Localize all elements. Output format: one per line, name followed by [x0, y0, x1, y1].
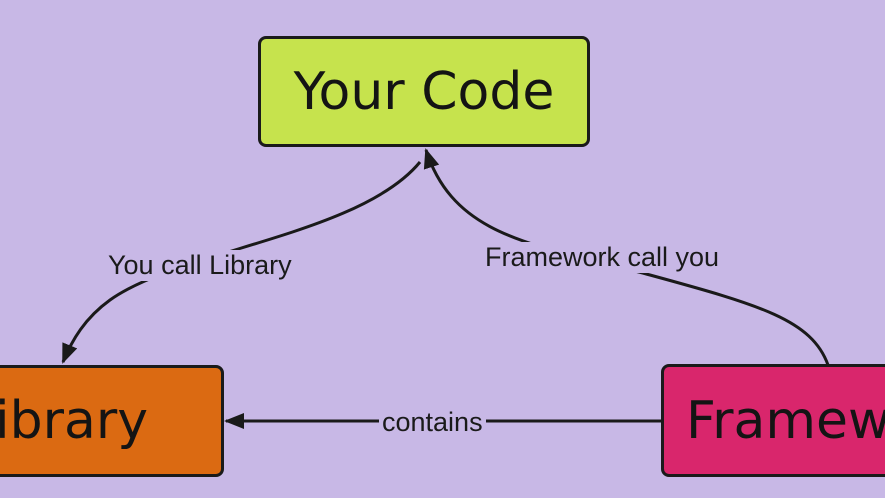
node-framework-label: Framework [686, 390, 885, 451]
edge-label-framework-call-you: Framework call you [482, 242, 723, 273]
edge-label-you-call-library: You call Library [105, 250, 295, 281]
node-framework: Framework [661, 364, 885, 477]
node-your-code: Your Code [258, 36, 590, 147]
edge-label-contains: contains [379, 407, 486, 438]
node-library-label: Library [0, 391, 148, 451]
node-your-code-label: Your Code [293, 61, 555, 122]
node-library: Library [0, 365, 224, 477]
